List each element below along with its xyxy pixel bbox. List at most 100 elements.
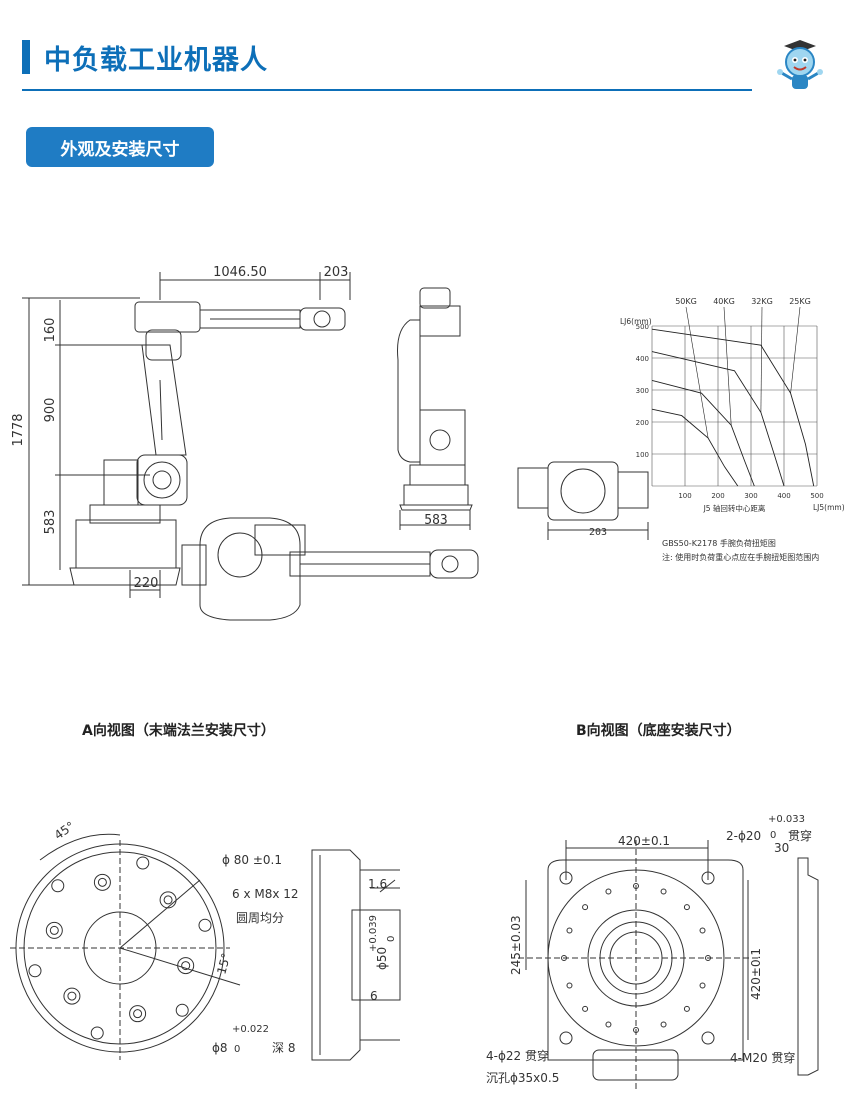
- base-height-label: 420±0.1: [749, 948, 763, 1000]
- base-pin-tol-upper-label: +0.033: [768, 814, 805, 825]
- base-mount-hole: [559, 1031, 573, 1045]
- pin-tol-upper-label: +0.022: [232, 1024, 269, 1035]
- view-b-caption: B向视图（底座安装尺寸）: [576, 723, 741, 739]
- base-bolt-hole: [582, 904, 589, 911]
- depth-6-label: 6: [370, 989, 378, 1003]
- flange-phi80-label: ϕ 80 ±0.1: [222, 853, 282, 867]
- pin-tol-lower-label: 0: [234, 1044, 240, 1055]
- chart-series-line-40KG: [651, 379, 755, 487]
- wrist-section-drawing: [517, 461, 649, 540]
- chart-series-line-50KG: [651, 408, 739, 487]
- bolt-hole-inner: [163, 895, 173, 905]
- base-pin-thru-label: 贯穿: [788, 828, 812, 843]
- dim-160-label: 160: [43, 318, 58, 343]
- base-bolt-hole: [566, 982, 573, 989]
- dim-reach-label: 1046.50: [213, 265, 267, 280]
- chart-x-tick-label: 100: [678, 492, 691, 500]
- chart-x-axis-label: J5 轴回转中心距离: [703, 503, 766, 513]
- phi50-tol-upper-label: +0.039: [368, 915, 379, 952]
- chart-caption-note: 注: 使用时负荷重心点应在手腕扭矩图范围内: [662, 553, 820, 562]
- chart-y-axis-label: LJ6(mm): [620, 317, 652, 326]
- robot-back-view-drawing: [397, 287, 473, 530]
- header-accent-bar: [22, 40, 30, 74]
- dim-220-label: 220: [134, 576, 159, 591]
- phi50-tol-lower-label: 0: [386, 936, 397, 942]
- dim-583-label: 583: [43, 510, 58, 535]
- dim-flange-label: 203: [324, 265, 349, 280]
- dim-900-label: 900: [43, 398, 58, 423]
- bolt-hole-inner: [97, 877, 107, 887]
- chart-series-line-25KG: [651, 328, 815, 487]
- pin-dia-label: ϕ8: [212, 1041, 228, 1055]
- base-bolt-hole: [561, 955, 567, 961]
- section-tab-appearance: 外观及安装尺寸: [26, 127, 214, 167]
- outer-hole: [28, 964, 42, 978]
- base-bolt-hole: [605, 1021, 612, 1028]
- chart-y-tick-label: 400: [636, 355, 649, 363]
- base-bolt-hole: [683, 904, 690, 911]
- bolt-hole: [63, 987, 81, 1005]
- base-bolt-hole: [633, 883, 639, 889]
- dim-total-height-label: 1778: [11, 413, 26, 446]
- view-a-flange-drawing: 45° 15° ϕ 80 ±0.1 6 x M8x 12 圆周均分 ϕ8 +0.…: [10, 819, 401, 1061]
- bolt-hole: [177, 957, 195, 975]
- chart-x-tick-label: 500: [810, 492, 823, 500]
- angle-15-label: 15°: [214, 952, 233, 976]
- pin-depth-label: 深 8: [272, 1041, 295, 1055]
- base-bolt-hole: [699, 982, 706, 989]
- base-holes22-label: 4-ϕ22 贯穿: [486, 1048, 549, 1063]
- chart-y-tick-label: 200: [636, 419, 649, 427]
- base-bolt-hole: [683, 1005, 690, 1012]
- bolt-hole-inner: [67, 991, 77, 1001]
- view-a-caption: A向视图（末端法兰安装尺寸）: [82, 723, 275, 739]
- chart-series-label-32KG: 32KG: [751, 297, 773, 306]
- outer-hole: [90, 1026, 104, 1040]
- chart-x-tick-label: 400: [777, 492, 790, 500]
- outer-hole: [136, 856, 150, 870]
- flange-bolts-note: 圆周均分: [236, 911, 284, 925]
- chart-series-leader-40KG: [723, 306, 732, 426]
- chart-x-tick-label: 200: [711, 492, 724, 500]
- robot-mascot-icon: [777, 40, 823, 89]
- base-bolt-hole: [660, 888, 667, 895]
- chart-series-label-50KG: 50KG: [675, 297, 697, 306]
- base-m20-label: 4-M20 贯穿: [730, 1050, 795, 1065]
- bolt-hole: [45, 921, 63, 939]
- bolt-hole-inner: [133, 1009, 143, 1019]
- wrist-dim-203-label: 203: [589, 527, 607, 538]
- chart-caption-title: GBS50-K2178 手腕负荷扭矩图: [662, 539, 776, 548]
- header-divider: [22, 89, 752, 91]
- back-view-583-label: 583: [424, 513, 447, 528]
- chart-x-unit-label: LJ5(mm): [813, 503, 845, 512]
- chart-series-label-25KG: 25KG: [789, 297, 811, 306]
- bolt-hole: [159, 891, 177, 909]
- page-title: 中负载工业机器人: [44, 45, 268, 76]
- base-mount-hole: [701, 871, 715, 885]
- chart-x-tick-label: 300: [744, 492, 757, 500]
- base-width-label: 420±0.1: [618, 834, 670, 848]
- phi50-label: ϕ50: [375, 947, 389, 970]
- outer-hole: [175, 1003, 189, 1017]
- angle-45-label: 45°: [52, 819, 77, 843]
- chart-series-leader-32KG: [760, 306, 763, 413]
- base-pin-tol-lower-label: 0: [770, 830, 776, 841]
- base-bolt-hole: [660, 1021, 667, 1028]
- chart-y-tick-label: 500: [636, 323, 649, 331]
- base-mount-hole: [701, 1031, 715, 1045]
- base-pin-depth-label: 30: [774, 841, 789, 855]
- bolt-hole-inner: [181, 961, 191, 971]
- base-mount-hole: [559, 871, 573, 885]
- base-245-label: 245±0.03: [509, 915, 523, 975]
- base-counterbore-label: 沉孔ϕ35x0.5: [486, 1071, 559, 1085]
- flange-section-view: [311, 849, 401, 1061]
- chart-y-tick-label: 100: [636, 451, 649, 459]
- outer-hole: [198, 918, 212, 932]
- bolt-hole-inner: [49, 925, 59, 935]
- robot-top-view-drawing: [181, 517, 479, 621]
- view-b-base-drawing: 420±0.1 245±0.03 420±0.1 2-ϕ20 +0.033 0 …: [486, 814, 819, 1090]
- chart-series-leader-50KG: [685, 306, 709, 439]
- chart-series-label-40KG: 40KG: [713, 297, 735, 306]
- bolt-hole: [129, 1005, 147, 1023]
